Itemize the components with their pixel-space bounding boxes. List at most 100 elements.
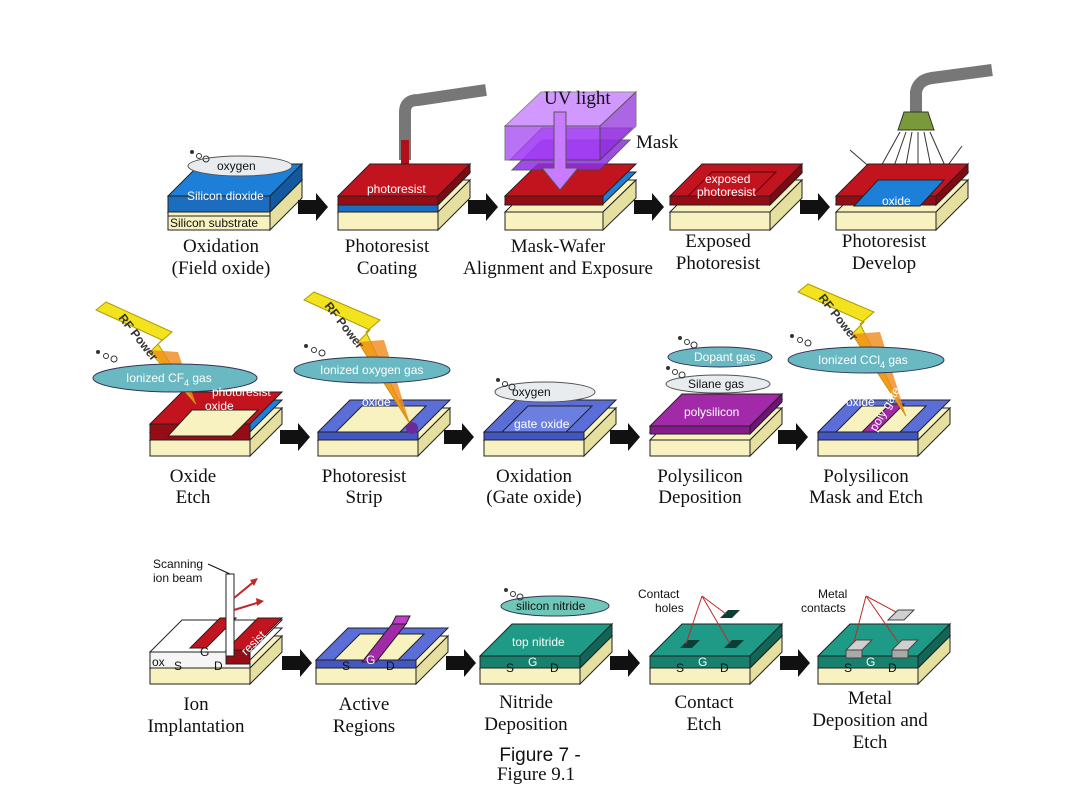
flow-arrow <box>468 193 498 221</box>
caption-line-2: (Field oxide) <box>172 258 271 279</box>
caption-line-1: Oxidation <box>183 236 259 257</box>
flow-arrow <box>280 423 310 451</box>
gas-label: Ionized CCl <box>818 353 880 367</box>
drain-label: D <box>888 661 897 675</box>
gate-oxide-label: gate oxide <box>514 417 570 431</box>
source-label: S <box>506 661 514 675</box>
step-exposed-photoresist: exposed photoresist Exposed Photoresist <box>668 162 804 274</box>
oxide-label: oxide <box>846 395 875 409</box>
svg-text:Ionized CF4 gas: Ionized CF4 gas <box>126 371 212 388</box>
drain-label: D <box>386 659 395 673</box>
flow-arrow <box>610 423 640 451</box>
caption-line-3: Etch <box>853 732 888 753</box>
svg-text:Ionized CCl4 gas: Ionized CCl4 gas <box>818 353 908 370</box>
source-label: S <box>342 659 350 673</box>
gate-label: G <box>698 655 707 669</box>
caption-line-1: Oxidation <box>496 466 572 487</box>
silicon-dioxide-label: Silicon dioxide <box>187 189 264 203</box>
caption-line-2: Etch <box>687 714 722 735</box>
ion-beam-label: ion beam <box>153 571 202 585</box>
step-active-regions: S G D Active Regions <box>314 615 450 737</box>
gas-label: Ionized CF <box>126 371 184 385</box>
caption-line-2: Etch <box>176 487 211 508</box>
ox-label: ox <box>152 655 165 669</box>
caption-line-2: Alignment and Exposure <box>463 258 653 279</box>
scanning-label: Scanning <box>153 557 203 571</box>
flow-arrow <box>634 193 664 221</box>
gate-label: G <box>200 645 209 659</box>
caption-line-1: Contact <box>674 692 734 713</box>
caption-line-2: Regions <box>333 716 395 737</box>
gate-label: G <box>366 653 375 667</box>
caption-line-2: Deposition <box>484 714 568 735</box>
gas-suffix: gas <box>189 371 212 385</box>
step-polysilicon-mask-etch: RF Power Ionized CCl4 gas oxide poly gat… <box>787 283 952 508</box>
oxide-label: oxide <box>882 194 911 208</box>
gas-subscript: 4 <box>880 360 885 370</box>
silane-gas-label: Silane gas <box>688 377 744 391</box>
step-ion-implantation: Scanning ion beam resist ox S G D Ion Im… <box>147 557 284 737</box>
step-mask-alignment: UV light Mask Mask-Wafer Alignment and E… <box>463 88 679 279</box>
caption-line-1: Exposed <box>685 231 751 252</box>
drain-label: D <box>720 661 729 675</box>
flow-arrow <box>446 649 476 677</box>
caption-line-1: Oxide <box>170 466 216 487</box>
step-metal-deposition: Metal contacts S G D Metal Deposition an… <box>801 587 952 753</box>
step-oxidation-gate: oxygen gate oxide Oxidation (Gate oxide) <box>482 378 618 508</box>
oxygen-label: oxygen <box>512 385 551 399</box>
step-oxide-etch: RF Power Ionized CF4 gas photoresist oxi… <box>92 301 284 508</box>
source-label: S <box>844 661 852 675</box>
caption-line-1: Nitride <box>499 692 553 713</box>
step-polysilicon-deposition: Dopant gas Silane gas polysilicon Polysi… <box>648 336 784 508</box>
dopant-gas-label: Dopant gas <box>694 350 755 364</box>
gate-label: G <box>866 655 875 669</box>
metal-label: Metal <box>818 587 847 601</box>
step-photoresist-develop: oxide Photoresist Develop <box>834 64 993 274</box>
flow-arrow <box>800 193 830 221</box>
caption-line-1: Active <box>339 694 390 715</box>
caption-line-2: Mask and Etch <box>809 487 923 508</box>
caption-line-1: Photoresist <box>322 466 407 487</box>
figure-label-primary: Figure 7 - <box>499 745 580 766</box>
caption-line-1: Mask-Wafer <box>511 236 606 257</box>
caption-line-2: Strip <box>346 487 383 508</box>
uv-light-label: UV light <box>544 88 611 109</box>
exposed-label: exposed <box>705 172 750 186</box>
caption-line-1: Ion <box>183 694 209 715</box>
gas-subscript: 4 <box>184 378 189 388</box>
photoresist-label: photoresist <box>212 385 271 399</box>
silicon-nitride-label: silicon nitride <box>516 599 586 613</box>
drain-label: D <box>214 659 223 673</box>
photoresist-label: photoresist <box>697 185 756 199</box>
step-photoresist-strip: RF Power Ionized oxygen gas oxide Photor… <box>293 291 452 508</box>
top-nitride-label: top nitride <box>512 635 565 649</box>
source-label: S <box>174 659 182 673</box>
source-label: S <box>676 661 684 675</box>
polysilicon-label: polysilicon <box>684 405 739 419</box>
flow-arrow <box>298 193 328 221</box>
flow-arrow <box>282 649 312 677</box>
oxide-label: oxide <box>205 399 234 413</box>
caption-line-2: (Gate oxide) <box>486 487 581 508</box>
caption-line-2: Coating <box>357 258 418 279</box>
holes-label: holes <box>655 601 684 615</box>
caption-line-2: Develop <box>852 253 916 274</box>
step-nitride-deposition: silicon nitride top nitride S G D Nitrid… <box>478 588 614 735</box>
caption-line-2: Deposition and <box>812 710 928 731</box>
flow-arrow <box>610 649 640 677</box>
caption-line-1: Polysilicon <box>657 466 743 487</box>
gas-suffix: gas <box>885 353 908 367</box>
oxygen-label: oxygen <box>217 159 256 173</box>
caption-line-1: Metal <box>848 688 892 709</box>
step-photoresist-coating: photoresist Photoresist Coating <box>336 84 487 279</box>
gas-label: Ionized oxygen gas <box>320 363 423 377</box>
figure-label-secondary: Figure 9.1 <box>497 764 575 785</box>
caption-line-1: Polysilicon <box>823 466 909 487</box>
caption-line-2: Implantation <box>147 716 245 737</box>
flow-arrow <box>444 423 474 451</box>
silicon-substrate-label: Silicon substrate <box>170 216 258 230</box>
mask-label: Mask <box>636 132 679 153</box>
photoresist-label: photoresist <box>367 182 426 196</box>
caption-line-1: Photoresist <box>345 236 430 257</box>
